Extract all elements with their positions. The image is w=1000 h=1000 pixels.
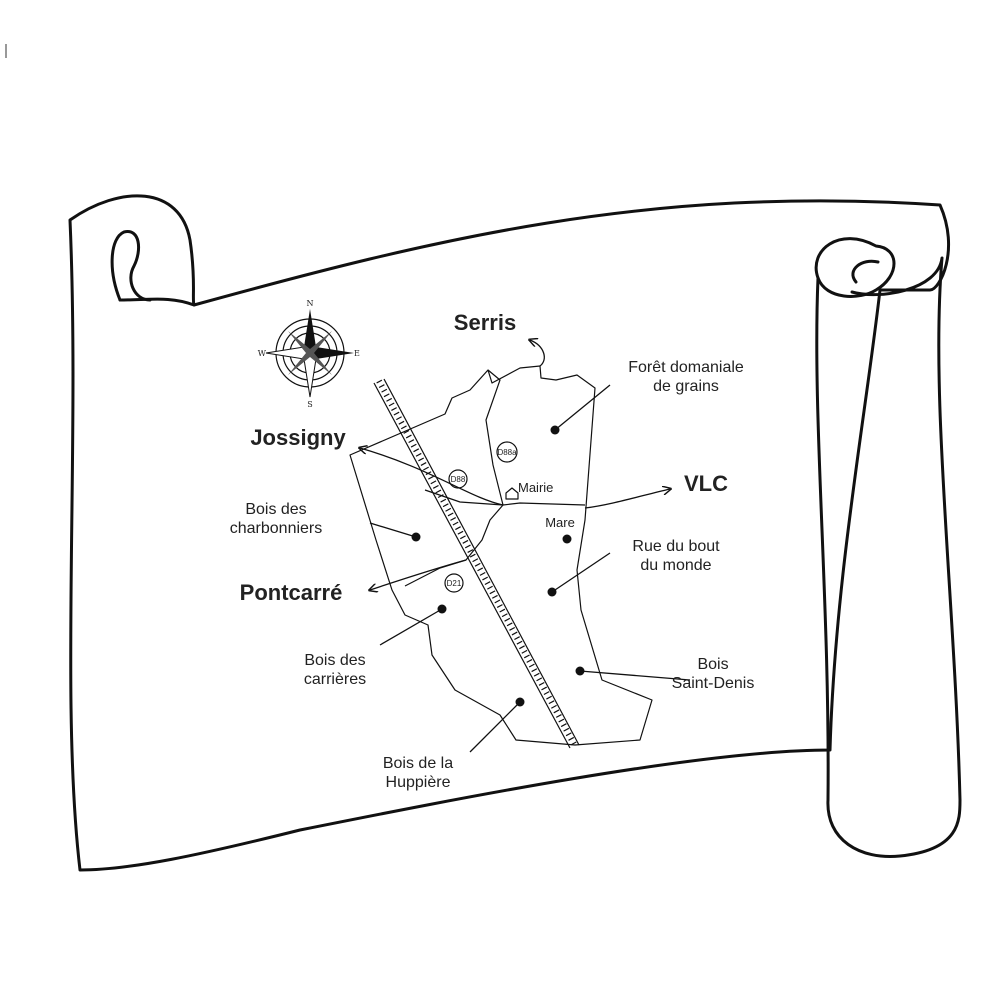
label-rue-bout-line2: du monde <box>640 557 711 574</box>
label-saint-denis-line2: Saint-Denis <box>672 675 755 692</box>
scroll-right-roll-body <box>815 256 962 858</box>
label-rue-bout-line1: Rue du bout <box>632 538 720 555</box>
leader-foret <box>554 384 611 431</box>
leader-rue-bout <box>551 552 611 593</box>
leader-carrieres <box>379 608 443 646</box>
city-label-jossigny: Jossigny <box>250 425 346 450</box>
inner-boundary-north <box>485 369 586 506</box>
city-label-serris: Serris <box>454 310 516 335</box>
railway-line <box>373 378 580 749</box>
label-mare: Mare <box>545 515 575 530</box>
label-foret-line2: de grains <box>653 378 719 395</box>
compass-w-label: W <box>258 349 267 358</box>
compass-rose: N S E W <box>258 299 360 409</box>
leader-huppiere <box>469 701 521 753</box>
label-foret-line1: Forêt domaniale <box>628 359 744 376</box>
road-to-pontcarre <box>370 559 467 590</box>
road-badge-d88: D88 <box>448 469 468 489</box>
road-badge-d88a: D88a <box>496 441 518 463</box>
leader-saint-denis <box>579 670 691 681</box>
label-huppiere-line1: Bois de la <box>383 755 453 772</box>
scroll-right-inner-curl <box>851 259 880 284</box>
label-carrieres-line1: Bois des <box>304 652 365 669</box>
label-carrieres-line2: carrières <box>304 671 366 688</box>
label-charbonniers-line2: charbonniers <box>230 520 323 537</box>
town-hall-icon <box>505 487 519 500</box>
city-label-vlc: VLC <box>684 471 728 496</box>
road-to-vlc <box>584 489 670 509</box>
road-label-d88a: D88a <box>497 448 517 457</box>
scroll-right-roll <box>814 237 896 298</box>
dot-mare <box>562 534 572 544</box>
compass-n-label: N <box>307 299 314 308</box>
label-charbonniers-line1: Bois des <box>245 501 306 518</box>
scroll-left-curl-inner <box>118 297 196 307</box>
leader-charbonniers <box>369 522 417 538</box>
road-label-d88: D88 <box>451 475 466 484</box>
road-to-jossigny <box>360 448 504 506</box>
road-label-d21: D21 <box>447 579 462 588</box>
label-huppiere-line2: Huppière <box>386 774 451 791</box>
commune-boundary <box>349 365 653 746</box>
label-saint-denis-line1: Bois <box>697 656 728 673</box>
parchment-scroll <box>68 194 962 872</box>
compass-e-label: E <box>354 349 360 358</box>
city-label-pontcarre: Pontcarré <box>240 580 343 605</box>
road-badge-d21: D21 <box>444 573 464 593</box>
scroll-left-curl <box>110 230 152 302</box>
road-to-serris <box>530 340 545 367</box>
label-mairie: Mairie <box>518 480 553 495</box>
compass-s-label: S <box>307 400 312 409</box>
